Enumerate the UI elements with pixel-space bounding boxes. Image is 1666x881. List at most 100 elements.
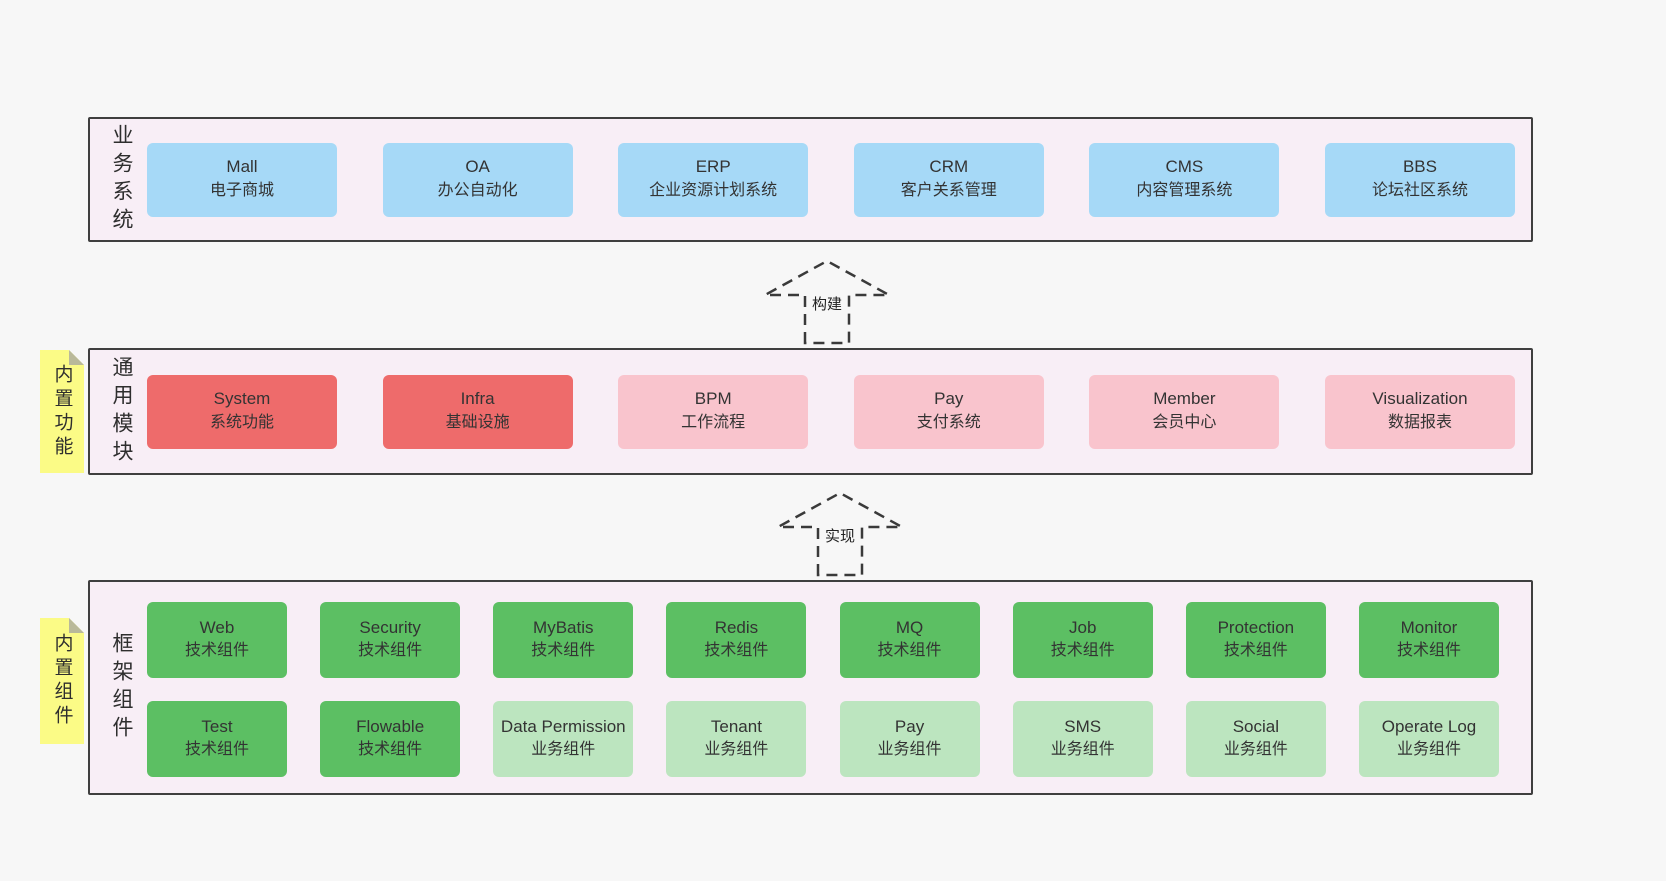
card-title: Member	[1153, 389, 1216, 409]
card-title: ERP	[695, 157, 731, 177]
components-cards-row1: Web 技术组件 Security 技术组件 MyBatis 技术组件 Redi…	[147, 602, 1499, 678]
card-title: Protection	[1217, 617, 1295, 637]
business-cards-row: Mall 电子商城 OA 办公自动化 ERP 企业资源计划系统 CRM 客户关系…	[147, 142, 1515, 217]
card-title: MQ	[895, 617, 924, 637]
card-title: Social	[1232, 716, 1279, 736]
card-title: Test	[201, 716, 233, 736]
sticky-label: 内置组件	[51, 633, 73, 729]
card-social: Social 业务组件	[1185, 701, 1326, 777]
card-job: Job 技术组件	[1012, 602, 1153, 678]
card-subtitle: 电子商城	[209, 181, 274, 199]
card-infra: Infra 基础设施	[382, 374, 573, 449]
card-title: Pay	[894, 716, 925, 736]
card-data-permission: Data Permission 业务组件	[493, 701, 634, 777]
card-subtitle: 客户关系管理	[900, 181, 997, 199]
card-subtitle: 业务组件	[1223, 741, 1288, 759]
arrow-build-label: 构建	[808, 291, 846, 316]
card-subtitle: 业务组件	[877, 741, 942, 759]
card-crm: CRM 客户关系管理	[853, 142, 1044, 217]
components-cards-row2: Test 技术组件 Flowable 技术组件 Data Permission …	[147, 701, 1499, 777]
card-title: Visualization	[1372, 389, 1468, 409]
card-system: System 系统功能	[147, 374, 337, 449]
card-subtitle: 系统功能	[209, 413, 274, 431]
card-title: System	[213, 389, 271, 409]
card-bbs: BBS 论坛社区系统	[1324, 142, 1515, 217]
card-pay-component: Pay 业务组件	[839, 701, 980, 777]
card-title: CRM	[929, 157, 969, 177]
card-subtitle: 技术组件	[877, 642, 942, 660]
card-subtitle: 办公自动化	[437, 181, 518, 199]
card-title: Operate Log	[1381, 716, 1477, 736]
card-erp: ERP 企业资源计划系统	[618, 142, 809, 217]
card-visualization: Visualization 数据报表	[1324, 374, 1515, 449]
card-subtitle: 技术组件	[184, 642, 249, 660]
card-operate-log: Operate Log 业务组件	[1358, 701, 1499, 777]
sticky-label: 内置功能	[51, 363, 73, 460]
card-redis: Redis 技术组件	[666, 602, 807, 678]
card-subtitle: 业务组件	[531, 741, 596, 759]
card-subtitle: 支付系统	[916, 413, 981, 431]
panel-framework-components: 框架组件 Web 技术组件 Security 技术组件 MyBatis 技术组件…	[88, 580, 1533, 795]
card-web: Web 技术组件	[147, 602, 287, 678]
card-title: OA	[465, 157, 490, 177]
card-subtitle: 会员中心	[1152, 413, 1217, 431]
card-title: Security	[359, 617, 421, 637]
card-bpm: BPM 工作流程	[618, 374, 809, 449]
card-mybatis: MyBatis 技术组件	[493, 602, 634, 678]
card-sms: SMS 业务组件	[1012, 701, 1153, 777]
card-title: Redis	[714, 617, 759, 637]
card-subtitle: 技术组件	[1396, 642, 1461, 660]
card-subtitle: 业务组件	[704, 741, 769, 759]
panel-business-systems: 业务系统 Mall 电子商城 OA 办公自动化 ERP 企业资源计划系统 CRM…	[88, 117, 1533, 242]
card-subtitle: 技术组件	[358, 642, 423, 660]
card-subtitle: 基础设施	[445, 413, 510, 431]
card-subtitle: 技术组件	[1223, 642, 1288, 660]
card-title: Infra	[460, 389, 495, 409]
up-arrow-icon	[777, 491, 903, 577]
card-title: CMS	[1165, 157, 1204, 177]
card-subtitle: 技术组件	[1050, 642, 1115, 660]
card-subtitle: 业务组件	[1050, 741, 1115, 759]
business-side-label: 业务系统	[110, 123, 133, 236]
card-monitor: Monitor 技术组件	[1358, 602, 1499, 678]
card-title: BPM	[694, 389, 732, 409]
card-title: Data Permission	[500, 716, 626, 736]
card-test: Test 技术组件	[147, 701, 287, 777]
arrow-implement-label: 实现	[821, 523, 859, 548]
card-title: Mall	[226, 157, 258, 177]
modules-side-label: 通用模块	[110, 355, 133, 468]
card-subtitle: 技术组件	[184, 741, 249, 759]
card-cms: CMS 内容管理系统	[1089, 142, 1280, 217]
card-flowable: Flowable 技术组件	[320, 701, 461, 777]
card-oa: OA 办公自动化	[382, 142, 573, 217]
card-security: Security 技术组件	[320, 602, 461, 678]
card-subtitle: 技术组件	[358, 741, 423, 759]
card-title: Flowable	[356, 716, 425, 736]
card-title: Job	[1068, 617, 1097, 637]
card-subtitle: 技术组件	[531, 642, 596, 660]
card-subtitle: 内容管理系统	[1136, 181, 1233, 199]
panel-common-modules: 通用模块 System 系统功能 Infra 基础设施 BPM 工作流程 Pay…	[88, 348, 1533, 475]
card-title: Web	[199, 617, 235, 637]
card-subtitle: 业务组件	[1396, 741, 1461, 759]
card-subtitle: 论坛社区系统	[1371, 181, 1468, 199]
card-protection: Protection 技术组件	[1185, 602, 1326, 678]
card-title: Tenant	[710, 716, 762, 736]
sticky-built-in-components: 内置组件	[40, 618, 84, 744]
card-pay: Pay 支付系统	[853, 374, 1044, 449]
components-side-label: 框架组件	[110, 631, 133, 744]
card-subtitle: 工作流程	[681, 413, 746, 431]
sticky-built-in-functions: 内置功能	[40, 350, 84, 473]
card-subtitle: 技术组件	[704, 642, 769, 660]
card-title: Pay	[934, 389, 964, 409]
card-tenant: Tenant 业务组件	[666, 701, 807, 777]
card-mall: Mall 电子商城	[147, 142, 337, 217]
card-mq: MQ 技术组件	[839, 602, 980, 678]
arrow-implement: 实现	[772, 489, 908, 577]
arrow-build: 构建	[759, 257, 895, 345]
card-title: BBS	[1402, 157, 1437, 177]
card-title: Monitor	[1400, 617, 1458, 637]
modules-cards-row: System 系统功能 Infra 基础设施 BPM 工作流程 Pay 支付系统…	[147, 374, 1515, 449]
card-title: SMS	[1064, 716, 1102, 736]
